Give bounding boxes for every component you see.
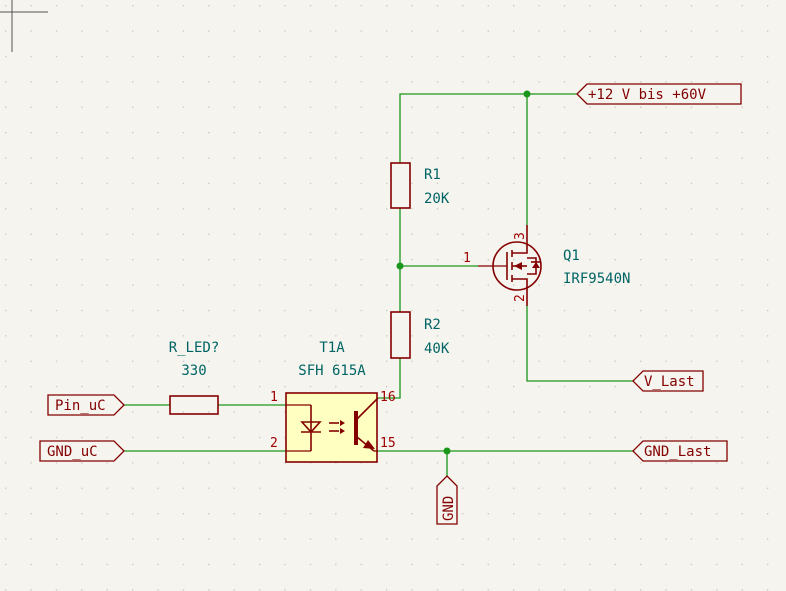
net-label-supply-text: +12 V bis +60V [588, 87, 707, 103]
t1a-reference: T1A [319, 340, 345, 356]
net-label-v-last-text: V_Last [644, 374, 695, 390]
resistor-r1[interactable]: R1 20K [390, 162, 450, 209]
r2-value: 40K [424, 341, 450, 357]
t1a-pin-cathode: 2 [270, 436, 278, 451]
junctions [396, 90, 531, 455]
net-label-pin-uc-text: Pin_uC [55, 398, 106, 414]
q1-pin-source: 3 [513, 232, 528, 240]
q1-pin-gate: 1 [463, 251, 471, 266]
net-label-gnd-uc[interactable]: GND_uC [39, 440, 125, 462]
net-label-gnd-text: GND [441, 496, 457, 521]
r1-value: 20K [424, 191, 450, 207]
led-diode-icon [300, 421, 322, 434]
resistor-r2[interactable]: R2 40K [390, 311, 450, 359]
wires [124, 93, 633, 476]
mosfet-q1[interactable]: 1 3 2 Q1 IRF9540N [463, 225, 630, 306]
crosshair-cursor-icon [0, 0, 48, 52]
light-arrows-icon [329, 420, 345, 434]
net-label-gnd-last-text: GND_Last [644, 444, 711, 460]
junction-dot [523, 90, 531, 98]
q1-value: IRF9540N [563, 271, 630, 287]
r2-reference: R2 [424, 317, 441, 333]
net-label-gnd-uc-text: GND_uC [47, 444, 98, 460]
net-label-gnd[interactable]: GND [436, 475, 458, 525]
resistor-r-led[interactable]: R_LED? 330 [169, 340, 220, 415]
rled-value: 330 [181, 363, 206, 379]
junction-dot [396, 262, 404, 270]
net-label-pin-uc[interactable]: Pin_uC [47, 394, 125, 416]
q1-reference: Q1 [563, 248, 580, 264]
net-label-supply[interactable]: +12 V bis +60V [576, 83, 742, 105]
t1a-pin-collector: 16 [380, 390, 396, 405]
q1-pin-drain: 2 [513, 294, 528, 302]
junction-dot [443, 447, 451, 455]
net-label-v-last[interactable]: V_Last [632, 370, 704, 392]
net-label-gnd-last[interactable]: GND_Last [632, 440, 728, 462]
phototransistor-icon [354, 397, 379, 452]
mosfet-arrow-icon [514, 262, 522, 270]
r1-reference: R1 [424, 167, 441, 183]
t1a-pin-emitter: 15 [380, 436, 396, 451]
optocoupler-t1a[interactable]: 1 2 16 15 T1A SFH 615A [270, 340, 396, 463]
t1a-pin-anode: 1 [270, 390, 278, 405]
rled-reference: R_LED? [169, 340, 220, 356]
t1a-value: SFH 615A [298, 363, 366, 379]
